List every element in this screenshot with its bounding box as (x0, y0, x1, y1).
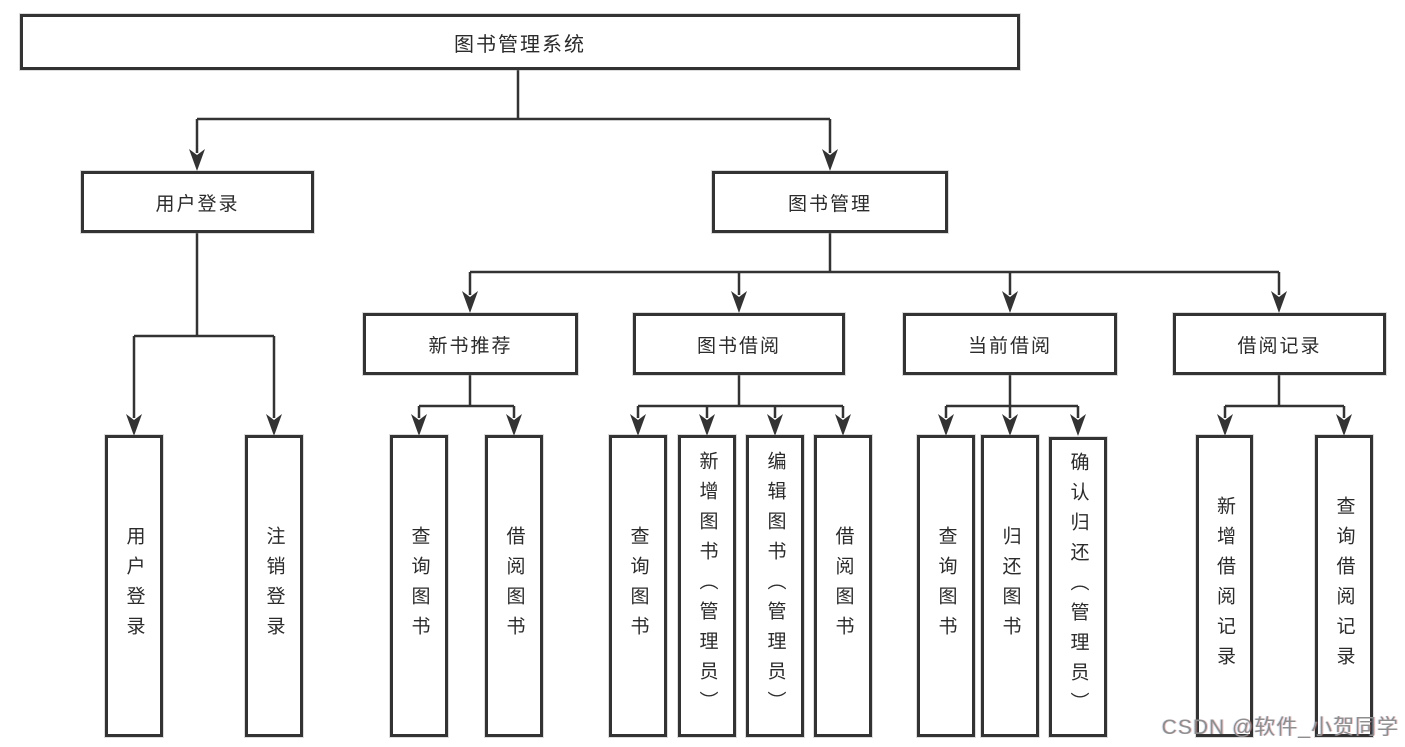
node-user-login: 用户登录 (81, 171, 314, 233)
node-label: 注销登录 (263, 526, 285, 646)
node-label: 查询图书 (935, 526, 957, 646)
node-label: 图书借阅 (696, 335, 781, 357)
node-label: 借阅图书 (832, 526, 854, 646)
node-label: 归还图书 (999, 526, 1021, 646)
leaf-borrow-books: 借阅图书 (814, 435, 872, 737)
node-label: 借阅图书 (503, 526, 525, 646)
node-label: 查询图书 (627, 526, 649, 646)
leaf-borrow-books-recommend: 借阅图书 (485, 435, 543, 737)
leaf-query-borrow-record: 查询借阅记录 (1315, 435, 1373, 737)
leaf-confirm-return-admin: 确认归还（管理员） (1049, 437, 1107, 737)
node-label: 查询借阅记录 (1333, 496, 1355, 676)
node-label: 图书管理 (787, 193, 872, 215)
node-label: 编辑图书（管理员） (764, 451, 786, 721)
leaf-user-login: 用户登录 (105, 435, 163, 737)
csdn-watermark: CSDN @软件_小贺同学 (1161, 716, 1399, 739)
node-book-borrow: 图书借阅 (633, 313, 845, 375)
node-book-management: 图书管理 (712, 171, 948, 233)
node-label: 图书管理系统 (454, 33, 586, 56)
leaf-add-borrow-record: 新增借阅记录 (1196, 435, 1253, 737)
node-label: 新增图书（管理员） (696, 451, 718, 721)
node-label: 查询图书 (408, 526, 430, 646)
node-label: 借阅记录 (1237, 335, 1322, 357)
leaf-query-books-current: 查询图书 (917, 435, 975, 737)
node-label: 当前借阅 (967, 335, 1052, 357)
node-label: 确认归还（管理员） (1067, 452, 1089, 722)
node-borrow-records: 借阅记录 (1173, 313, 1386, 375)
node-label: 用户登录 (155, 193, 240, 215)
leaf-query-books-borrow: 查询图书 (609, 435, 667, 737)
leaf-add-book-admin: 新增图书（管理员） (678, 435, 736, 737)
node-book-management-system: 图书管理系统 (20, 14, 1020, 70)
leaf-edit-book-admin: 编辑图书（管理员） (746, 435, 804, 737)
node-label: 用户登录 (123, 526, 145, 646)
leaf-query-books-recommend: 查询图书 (390, 435, 448, 737)
arrowheads (126, 149, 1352, 436)
node-label: 新增借阅记录 (1214, 496, 1235, 676)
node-label: 新书推荐 (428, 335, 513, 357)
node-new-book-recommend: 新书推荐 (363, 313, 578, 375)
leaf-return-book: 归还图书 (981, 435, 1039, 737)
leaf-logout: 注销登录 (245, 435, 303, 737)
node-current-borrow: 当前借阅 (903, 313, 1117, 375)
